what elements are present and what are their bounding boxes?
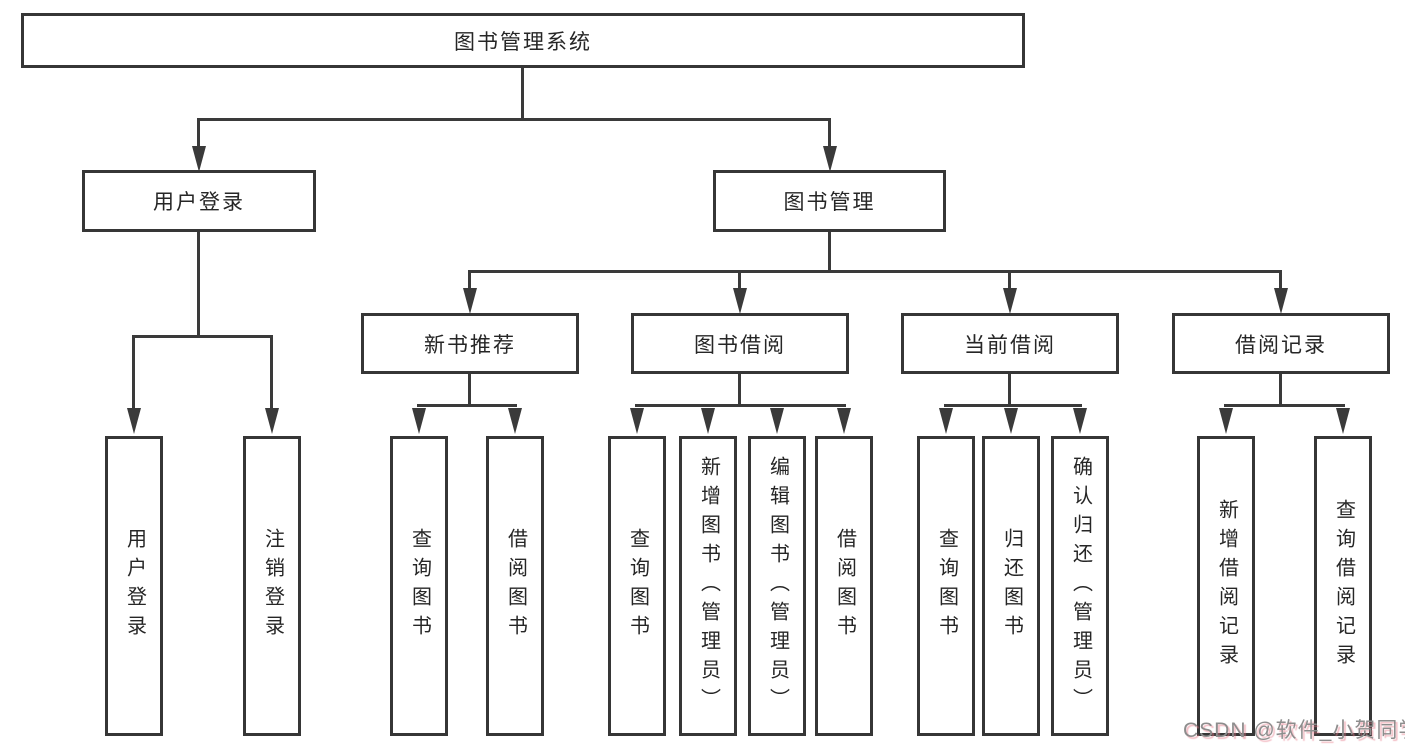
connector-line: [1008, 270, 1011, 290]
arrow-down-icon: [1219, 408, 1233, 434]
node-book-management: 图书管理: [713, 170, 946, 232]
arrow-down-icon: [837, 408, 851, 434]
connector-line: [1279, 374, 1282, 407]
leaf-bb-query-book: 查询图书: [608, 436, 666, 736]
node-root: 图书管理系统: [21, 13, 1025, 68]
connector-line: [738, 374, 741, 407]
arrow-down-icon: [1073, 408, 1087, 434]
arrow-down-icon: [192, 146, 206, 172]
connector-line: [828, 232, 831, 273]
leaf-label: 借阅图书: [504, 528, 527, 644]
leaf-label: 查询图书: [408, 528, 431, 644]
connector-line: [197, 232, 200, 338]
leaf-br-add-record: 新增借阅记录: [1197, 436, 1255, 736]
node-user-login: 用户登录: [82, 170, 316, 232]
leaf-label: 确认归还（管理员）: [1069, 455, 1092, 717]
node-current-borrowing: 当前借阅: [901, 313, 1119, 374]
arrow-down-icon: [265, 408, 279, 434]
arrow-down-icon: [823, 146, 837, 172]
connector-line: [417, 404, 517, 407]
connector-line: [1008, 374, 1011, 407]
arrow-down-icon: [412, 408, 426, 434]
leaf-label: 查询图书: [935, 528, 958, 644]
arrow-down-icon: [463, 288, 477, 314]
leaf-label: 用户登录: [123, 528, 146, 644]
arrow-down-icon: [939, 408, 953, 434]
arrow-down-icon: [770, 408, 784, 434]
leaf-bb-borrow-book: 借阅图书: [815, 436, 873, 736]
leaf-label: 编辑图书（管理员）: [766, 455, 789, 717]
connector-line: [521, 68, 524, 121]
leaf-label: 新增借阅记录: [1215, 499, 1238, 673]
leaf-cb-query-book: 查询图书: [917, 436, 975, 736]
arrow-down-icon: [1336, 408, 1350, 434]
leaf-bb-add-book-admin: 新增图书（管理员）: [679, 436, 737, 736]
leaf-label: 注销登录: [261, 528, 284, 644]
connector-line: [197, 118, 831, 121]
arrow-down-icon: [1003, 288, 1017, 314]
arrow-down-icon: [1274, 288, 1288, 314]
leaf-nbr-borrow-book: 借阅图书: [486, 436, 544, 736]
connector-line: [132, 335, 273, 338]
connector-line: [828, 118, 831, 150]
node-new-book-recommendation: 新书推荐: [361, 313, 579, 374]
arrow-down-icon: [508, 408, 522, 434]
leaf-label: 查询图书: [626, 528, 649, 644]
leaf-label: 借阅图书: [833, 528, 856, 644]
connector-line: [197, 118, 200, 150]
arrow-down-icon: [701, 408, 715, 434]
leaf-cb-confirm-return-admin: 确认归还（管理员）: [1051, 436, 1109, 736]
leaf-cb-return-book: 归还图书: [982, 436, 1040, 736]
node-borrowing-records: 借阅记录: [1172, 313, 1390, 374]
arrow-down-icon: [1004, 408, 1018, 434]
connector-line: [132, 335, 135, 412]
leaf-user-login: 用户登录: [105, 436, 163, 736]
leaf-bb-edit-book-admin: 编辑图书（管理员）: [748, 436, 806, 736]
connector-line: [1279, 270, 1282, 290]
connector-line: [468, 270, 1282, 273]
leaf-label: 归还图书: [1000, 528, 1023, 644]
arrow-down-icon: [733, 288, 747, 314]
connector-line: [270, 335, 273, 412]
leaf-nbr-query-book: 查询图书: [390, 436, 448, 736]
leaf-br-query-record: 查询借阅记录: [1314, 436, 1372, 736]
arrow-down-icon: [630, 408, 644, 434]
leaf-label: 查询借阅记录: [1332, 499, 1355, 673]
connector-line: [468, 270, 471, 290]
leaf-label: 新增图书（管理员）: [697, 455, 720, 717]
connector-line: [635, 404, 846, 407]
connector-line: [944, 404, 1082, 407]
watermark: CSDN @软件_小贺同学: [1183, 719, 1405, 742]
connector-line: [738, 270, 741, 290]
leaf-logout: 注销登录: [243, 436, 301, 736]
arrow-down-icon: [127, 408, 141, 434]
node-book-borrowing: 图书借阅: [631, 313, 849, 374]
connector-line: [1224, 404, 1345, 407]
connector-line: [468, 374, 471, 407]
